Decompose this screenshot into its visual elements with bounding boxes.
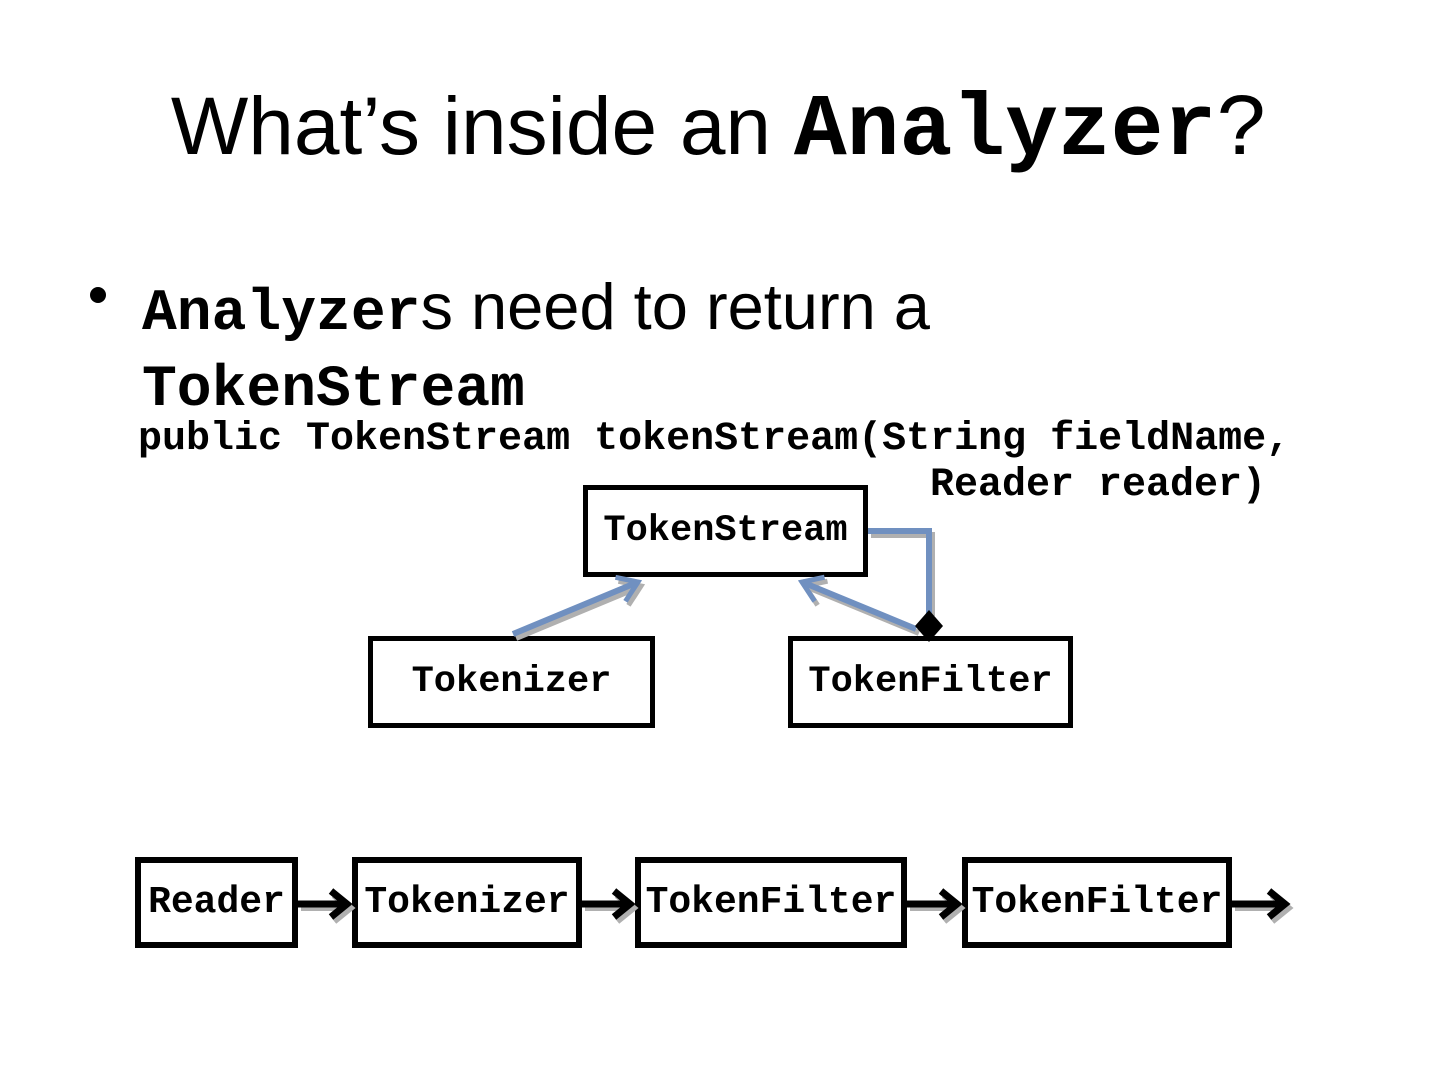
uml-class-tokenstream: TokenStream [583,485,868,577]
title-text: What’s inside an [170,81,794,172]
pipeline-box-tokenizer: Tokenizer [352,857,582,948]
uml-class-tokenizer-label: Tokenizer [411,661,612,703]
uml-class-tokenizer: Tokenizer [368,636,655,728]
bullet-code-analyzer: Analyzer [142,282,421,347]
bullet-text: s need to return a [420,270,930,343]
bullet-code-tokenstream: TokenStream [142,358,525,423]
bullet-icon [90,287,106,303]
pipeline-box-reader-label: Reader [148,881,285,924]
method-signature-line-1: public TokenStream tokenStream(String fi… [138,417,1291,462]
uml-class-tokenstream-label: TokenStream [603,510,848,552]
pipeline-box-tokenfilter-1: TokenFilter [635,857,907,948]
slide-title: What’s inside an Analyzer? [0,86,1440,176]
method-signature-line-2: Reader reader) [930,463,1267,508]
generalization-arrow-tokenfilter [797,574,918,632]
uml-class-tokenfilter: TokenFilter [788,636,1073,728]
uml-class-tokenfilter-label: TokenFilter [808,661,1053,703]
bullet-line-1: Analyzers need to return a [142,274,930,344]
pipeline-box-tokenizer-label: Tokenizer [364,881,570,924]
pipeline-box-reader: Reader [135,857,298,948]
title-question-mark: ? [1216,82,1270,181]
pipeline-box-tokenfilter-1-label: TokenFilter [645,881,897,924]
pipeline-box-tokenfilter-2-label: TokenFilter [971,881,1223,924]
generalization-arrow-tokenizer [511,574,643,637]
title-code-analyzer: Analyzer [793,82,1217,181]
pipeline-box-tokenfilter-2: TokenFilter [962,857,1232,948]
composition-connector [868,528,932,614]
